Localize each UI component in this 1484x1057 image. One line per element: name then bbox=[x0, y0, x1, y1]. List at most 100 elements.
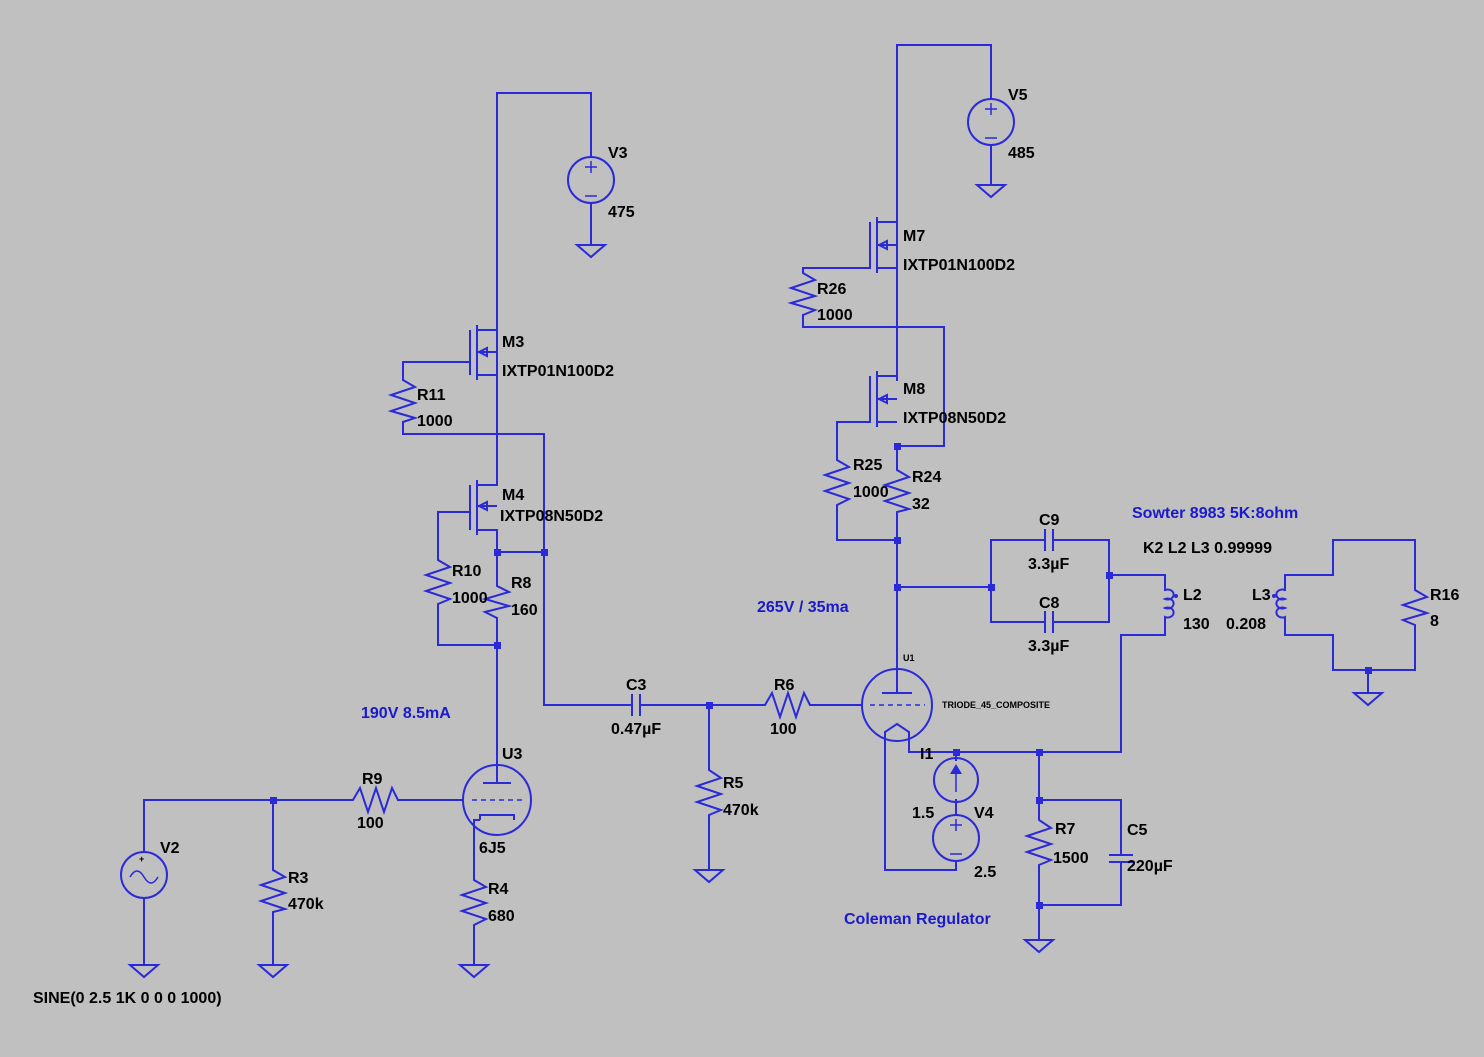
label-R25: R25 bbox=[853, 457, 882, 474]
label-R8: R8 bbox=[511, 575, 532, 592]
ground-icon bbox=[457, 964, 491, 979]
label-V3: V3 bbox=[608, 145, 628, 162]
value-R9: 100 bbox=[357, 815, 384, 832]
mosfet-M4 bbox=[469, 480, 497, 535]
ground-icon bbox=[256, 964, 290, 979]
value-R16: 8 bbox=[1430, 613, 1439, 630]
inductor-L3 bbox=[1275, 588, 1288, 625]
value-R7: 1500 bbox=[1053, 850, 1089, 867]
value-L2: 130 bbox=[1183, 616, 1210, 633]
resistor-R16 bbox=[1399, 585, 1431, 630]
note-output-bias: 265V / 35ma bbox=[757, 599, 849, 616]
resistor-R25 bbox=[821, 455, 853, 510]
ground-icon bbox=[974, 184, 1008, 199]
note-coupling: K2 L2 L3 0.99999 bbox=[1143, 540, 1272, 557]
note-regulator: Coleman Regulator bbox=[844, 911, 991, 928]
current-source-I1 bbox=[933, 757, 979, 803]
resistor-R3 bbox=[257, 865, 289, 915]
resistor-R6 bbox=[760, 689, 811, 721]
value-M3: IXTP01N100D2 bbox=[502, 363, 614, 380]
source-V3 bbox=[567, 156, 615, 204]
capacitor-C8 bbox=[1040, 611, 1058, 633]
value-I1: 1.5 bbox=[912, 805, 934, 822]
label-C8: C8 bbox=[1039, 595, 1060, 612]
label-R24: R24 bbox=[912, 469, 941, 486]
note-transformer: Sowter 8983 5K:8ohm bbox=[1132, 505, 1298, 522]
ground-icon bbox=[574, 244, 608, 259]
inductors bbox=[1162, 588, 1288, 625]
resistor-R8 bbox=[481, 582, 513, 619]
mosfet-M8 bbox=[869, 371, 897, 427]
label-R6: R6 bbox=[774, 677, 795, 694]
tube-U3 bbox=[462, 764, 532, 836]
label-R26: R26 bbox=[817, 281, 846, 298]
label-R5: R5 bbox=[723, 775, 744, 792]
label-I1: I1 bbox=[920, 746, 933, 763]
resistor-R7 bbox=[1023, 815, 1055, 870]
value-M8: IXTP08N50D2 bbox=[903, 410, 1006, 427]
value-R8: 160 bbox=[511, 602, 538, 619]
value-R6: 100 bbox=[770, 721, 797, 738]
mosfet-M7 bbox=[869, 217, 897, 273]
label-U1: U1 bbox=[903, 653, 915, 663]
label-R10: R10 bbox=[452, 563, 481, 580]
value-R5: 470k bbox=[723, 802, 759, 819]
label-R11: R11 bbox=[417, 387, 446, 404]
label-R3: R3 bbox=[288, 870, 309, 887]
value-V3: 475 bbox=[608, 204, 635, 221]
resistor-R4 bbox=[458, 875, 490, 930]
value-V2: SINE(0 2.5 1K 0 0 0 1000) bbox=[33, 990, 222, 1007]
label-M3: M3 bbox=[502, 334, 524, 351]
resistor-R11 bbox=[387, 375, 419, 423]
label-R4: R4 bbox=[488, 881, 509, 898]
value-L3: 0.208 bbox=[1226, 616, 1266, 633]
value-C5: 220µF bbox=[1127, 858, 1173, 875]
source-V4 bbox=[932, 814, 980, 862]
value-U1: TRIODE_45_COMPOSITE bbox=[942, 700, 1050, 710]
label-M8: M8 bbox=[903, 381, 925, 398]
ground-icon bbox=[692, 869, 726, 884]
label-V5: V5 bbox=[1008, 87, 1028, 104]
resistor-R10 bbox=[422, 555, 454, 608]
ground-icon bbox=[127, 964, 161, 979]
value-R10: 1000 bbox=[452, 590, 488, 607]
value-M4: IXTP08N50D2 bbox=[500, 508, 603, 525]
junction-dots bbox=[270, 443, 1372, 909]
label-C5: C5 bbox=[1127, 822, 1148, 839]
value-R25: 1000 bbox=[853, 484, 889, 501]
value-C3: 0.47µF bbox=[611, 721, 661, 738]
tube-U1 bbox=[861, 668, 933, 742]
ground-icon bbox=[1022, 939, 1056, 954]
capacitors bbox=[615, 529, 1133, 863]
labels: V2 SINE(0 2.5 1K 0 0 0 1000) V3 475 V5 4… bbox=[33, 87, 1459, 1007]
resistor-R26 bbox=[787, 268, 819, 316]
resistors bbox=[257, 268, 1431, 930]
resistor-R9 bbox=[348, 784, 399, 816]
label-L3: L3 bbox=[1252, 587, 1271, 604]
value-R24: 32 bbox=[912, 496, 930, 513]
value-R4: 680 bbox=[488, 908, 515, 925]
capacitor-C5 bbox=[1109, 854, 1133, 863]
ground-symbols bbox=[127, 184, 1385, 979]
value-R3: 470k bbox=[288, 896, 324, 913]
mosfet-M3 bbox=[469, 325, 497, 380]
capacitor-C3 bbox=[615, 694, 648, 716]
label-L2: L2 bbox=[1183, 587, 1202, 604]
source-V5 bbox=[967, 98, 1015, 146]
ground-icon bbox=[1351, 692, 1385, 707]
resistor-R5 bbox=[693, 765, 725, 820]
label-C3: C3 bbox=[626, 677, 647, 694]
inductor-L2 bbox=[1162, 588, 1175, 625]
label-V4: V4 bbox=[974, 805, 994, 822]
label-R9: R9 bbox=[362, 771, 383, 788]
value-R26: 1000 bbox=[817, 307, 853, 324]
label-U3: U3 bbox=[502, 746, 523, 763]
note-driver-bias: 190V 8.5mA bbox=[361, 705, 451, 722]
label-M4: M4 bbox=[502, 487, 524, 504]
value-R11: 1000 bbox=[417, 413, 453, 430]
label-R16: R16 bbox=[1430, 587, 1459, 604]
label-R7: R7 bbox=[1055, 821, 1076, 838]
value-V4: 2.5 bbox=[974, 864, 996, 881]
label-C9: C9 bbox=[1039, 512, 1060, 529]
